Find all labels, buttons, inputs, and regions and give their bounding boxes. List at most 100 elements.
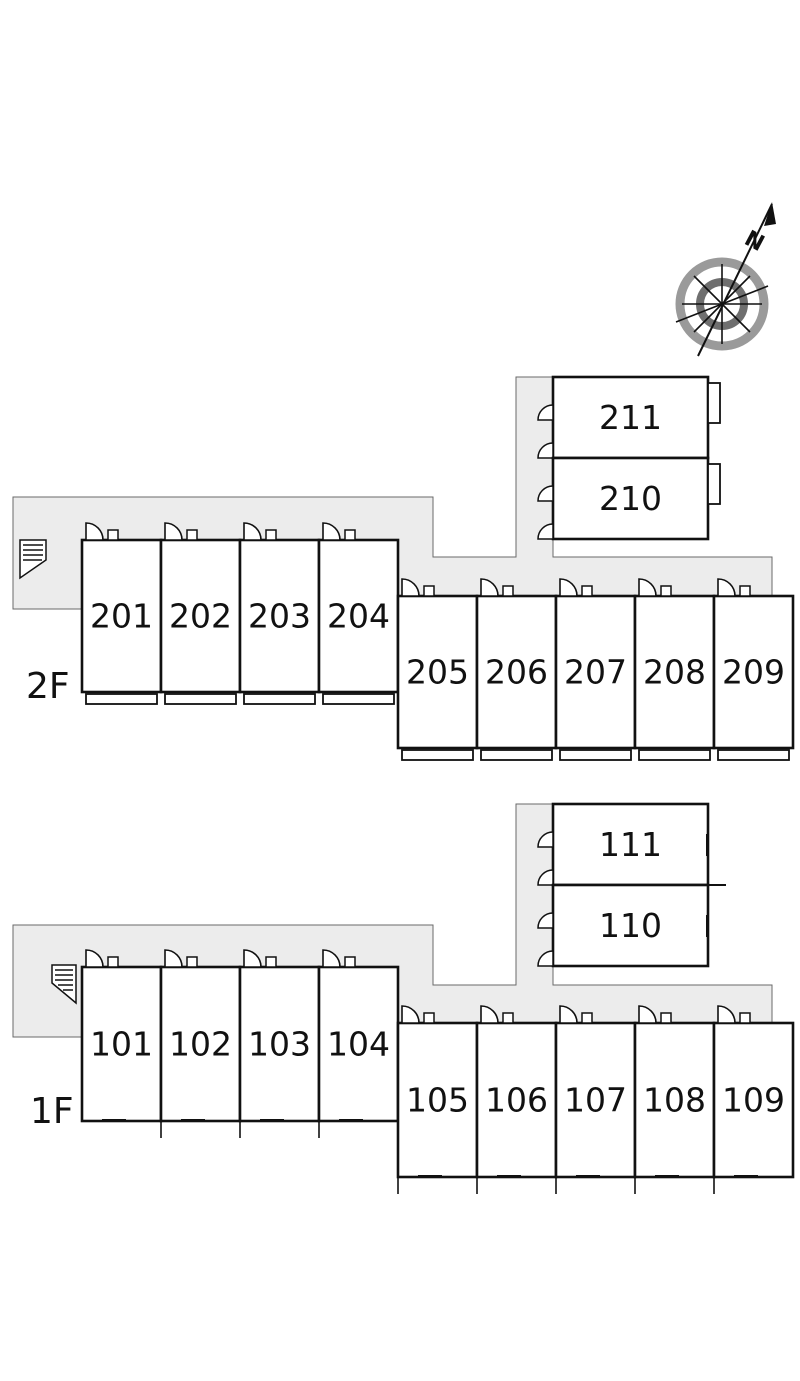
room: 209 — [712, 594, 795, 750]
room-number: 103 — [248, 1025, 311, 1064]
room: 105 — [396, 1021, 479, 1179]
balcony — [164, 693, 237, 705]
balcony — [717, 749, 790, 761]
door-icon — [537, 404, 554, 459]
balcony — [480, 749, 553, 761]
door-icon — [164, 949, 198, 968]
room-number: 104 — [327, 1025, 390, 1064]
room-outline — [554, 594, 637, 750]
door-icon — [243, 949, 277, 968]
room: 108 — [633, 1021, 716, 1179]
room-number: 107 — [564, 1081, 627, 1120]
balcony — [322, 693, 395, 705]
room-group-bottom-right: 105 106 107 108 109 — [396, 1005, 795, 1194]
room-number: 101 — [90, 1025, 153, 1064]
door-icon — [638, 1005, 672, 1024]
floor-1f: 1F 101 102 103 104 105 106 107 108 109 111 110 — [12, 802, 795, 1194]
room-number: 102 — [169, 1025, 232, 1064]
room: 101 — [80, 965, 163, 1123]
room: 206 — [475, 594, 558, 750]
door-icon — [85, 949, 119, 968]
compass-icon: N — [675, 202, 776, 357]
compass-north-label: N — [740, 226, 768, 257]
room-outline — [475, 594, 558, 750]
stair-icon — [51, 964, 77, 1005]
balcony — [243, 693, 316, 705]
door-icon — [559, 578, 593, 597]
door-icon — [559, 1005, 593, 1024]
room: 104 — [317, 965, 400, 1123]
room-number: 110 — [599, 906, 662, 945]
door-icon — [638, 578, 672, 597]
door-icon — [401, 578, 435, 597]
room-outline — [475, 1021, 558, 1179]
room-group-annex: 111 110 — [537, 802, 726, 968]
balcony — [707, 382, 721, 424]
door-icon — [243, 522, 277, 541]
room-number: 207 — [564, 653, 627, 692]
room-number: 105 — [406, 1081, 469, 1120]
balcony — [559, 749, 632, 761]
door-icon — [480, 578, 514, 597]
floor-label-2f: 2F — [26, 666, 70, 707]
room-number: 106 — [485, 1081, 548, 1120]
room: 201 — [80, 538, 163, 694]
room-group-bottom-right: 205 206 207 208 209 — [396, 578, 795, 761]
room-number: 210 — [599, 479, 662, 518]
room-number: 205 — [406, 653, 469, 692]
room: 210 — [551, 456, 710, 541]
door-icon — [322, 522, 356, 541]
room-outline — [633, 594, 716, 750]
door-icon — [717, 578, 751, 597]
room-number: 211 — [599, 398, 662, 437]
room-outline — [396, 1021, 479, 1179]
room-outline — [159, 538, 242, 694]
room-number: 201 — [90, 597, 153, 636]
door-icon — [537, 831, 554, 886]
door-icon — [164, 522, 198, 541]
door-icon — [401, 1005, 435, 1024]
room: 107 — [554, 1021, 637, 1179]
room: 110 — [551, 883, 710, 968]
room: 106 — [475, 1021, 558, 1179]
room-number: 209 — [722, 653, 785, 692]
room-outline — [80, 965, 163, 1123]
door-icon — [717, 1005, 751, 1024]
floor-label-1f: 1F — [30, 1091, 74, 1132]
room-group-annex: 211 210 — [537, 375, 721, 541]
balcony — [85, 693, 158, 705]
stair-icon — [19, 539, 47, 580]
balcony — [638, 749, 711, 761]
door-icon — [85, 522, 119, 541]
door-icon — [537, 485, 554, 540]
room: 103 — [238, 965, 321, 1123]
balcony — [401, 749, 474, 761]
room: 205 — [396, 594, 479, 750]
room-number: 208 — [643, 653, 706, 692]
room-number: 206 — [485, 653, 548, 692]
room-number: 204 — [327, 597, 390, 636]
room-outline — [712, 594, 795, 750]
balcony — [707, 463, 721, 505]
room: 208 — [633, 594, 716, 750]
room: 204 — [317, 538, 400, 694]
room: 109 — [712, 1021, 795, 1179]
room-outline — [551, 456, 710, 541]
room-outline — [80, 538, 163, 694]
room-outline — [633, 1021, 716, 1179]
room: 207 — [554, 594, 637, 750]
door-icon — [537, 912, 554, 967]
door-icon — [322, 949, 356, 968]
room-outline — [396, 594, 479, 750]
door-icon — [480, 1005, 514, 1024]
room: 211 — [551, 375, 710, 460]
room-number: 108 — [643, 1081, 706, 1120]
room: 203 — [238, 538, 321, 694]
room-group-top-left: 101 102 103 104 — [80, 949, 400, 1138]
room-number: 109 — [722, 1081, 785, 1120]
room-number: 203 — [248, 597, 311, 636]
room-number: 111 — [599, 825, 662, 864]
room: 102 — [159, 965, 242, 1123]
